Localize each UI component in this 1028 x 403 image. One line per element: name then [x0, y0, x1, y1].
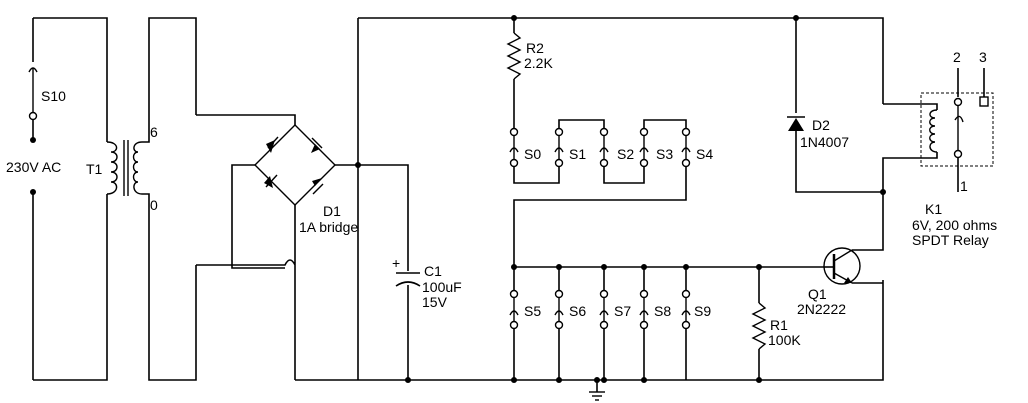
- ground-symbol: [589, 377, 605, 401]
- k1-spec-label: 6V, 200 ohms: [912, 217, 997, 233]
- s5-label: S5: [524, 303, 541, 319]
- t1-tap-top-label: 6: [150, 124, 158, 140]
- source-label: 230V AC: [6, 159, 61, 175]
- d1-value-label: 1A bridge: [299, 219, 358, 235]
- transistor-q1: Q1 2N2222: [797, 192, 884, 317]
- code-switch-group: S0 S1 S2 S3 S4: [509, 119, 713, 267]
- switch-s2[interactable]: S2: [599, 127, 634, 168]
- s10-label: S10: [41, 88, 66, 104]
- supply-rails: [295, 15, 884, 383]
- switch-s6[interactable]: S6: [554, 289, 586, 330]
- diode-d2: D2 1N4007: [787, 18, 886, 195]
- d2-value-label: 1N4007: [800, 134, 849, 150]
- c1-polarity: +: [392, 255, 400, 271]
- r1-value-label: 100K: [768, 332, 801, 348]
- s7-label: S7: [614, 303, 631, 319]
- switch-s9[interactable]: S9: [681, 289, 711, 330]
- k1-label: K1: [925, 201, 942, 217]
- transformer-t1: T1 6 0: [33, 17, 197, 381]
- relay-pin2-label: 2: [953, 49, 961, 65]
- s6-label: S6: [569, 303, 586, 319]
- s0-label: S0: [524, 146, 541, 162]
- k1-type-label: SPDT Relay: [912, 232, 989, 248]
- lower-switch-group: S5 S6 S7 S8 S9: [509, 289, 711, 330]
- s9-label: S9: [694, 303, 711, 319]
- t1-tap-bottom-label: 0: [150, 197, 158, 213]
- switch-s3[interactable]: S3: [639, 127, 673, 168]
- d1-label: D1: [323, 203, 341, 219]
- resistor-r2: R2 2.2K: [506, 18, 553, 128]
- mains-input: S10 230V AC: [6, 18, 66, 380]
- s3-label: S3: [656, 146, 673, 162]
- q1-label: Q1: [808, 286, 827, 302]
- switch-s4[interactable]: S4: [681, 127, 713, 168]
- r2-label: R2: [526, 40, 544, 56]
- q1-value-label: 2N2222: [797, 301, 846, 317]
- s8-label: S8: [654, 303, 671, 319]
- resistor-r1: R1 100K: [751, 267, 801, 380]
- d2-label: D2: [812, 117, 830, 133]
- bridge-rectifier-d1: D1 1A bridge: [196, 114, 361, 380]
- relay-k1: 2 3 1 K1 6V, 200 ohms SPDT Relay: [882, 49, 997, 248]
- s2-label: S2: [617, 146, 634, 162]
- switch-s0[interactable]: S0: [509, 127, 541, 168]
- relay-pin1-label: 1: [960, 178, 968, 194]
- switch-s8[interactable]: S8: [639, 289, 671, 330]
- relay-pin3-label: 3: [979, 49, 987, 65]
- r1-label: R1: [770, 317, 788, 333]
- switch-s5[interactable]: S5: [509, 289, 541, 330]
- t1-label: T1: [86, 161, 103, 177]
- r2-value-label: 2.2K: [524, 55, 553, 71]
- switch-s7[interactable]: S7: [599, 289, 631, 330]
- c1-voltage-label: 15V: [422, 294, 448, 310]
- switch-s1[interactable]: S1: [554, 127, 586, 168]
- c1-value-label: 100uF: [422, 279, 462, 295]
- s4-label: S4: [696, 146, 713, 162]
- s1-label: S1: [569, 146, 586, 162]
- base-bus: [511, 264, 823, 380]
- capacitor-c1: + C1 100uF 15V: [392, 255, 462, 310]
- c1-label: C1: [424, 263, 442, 279]
